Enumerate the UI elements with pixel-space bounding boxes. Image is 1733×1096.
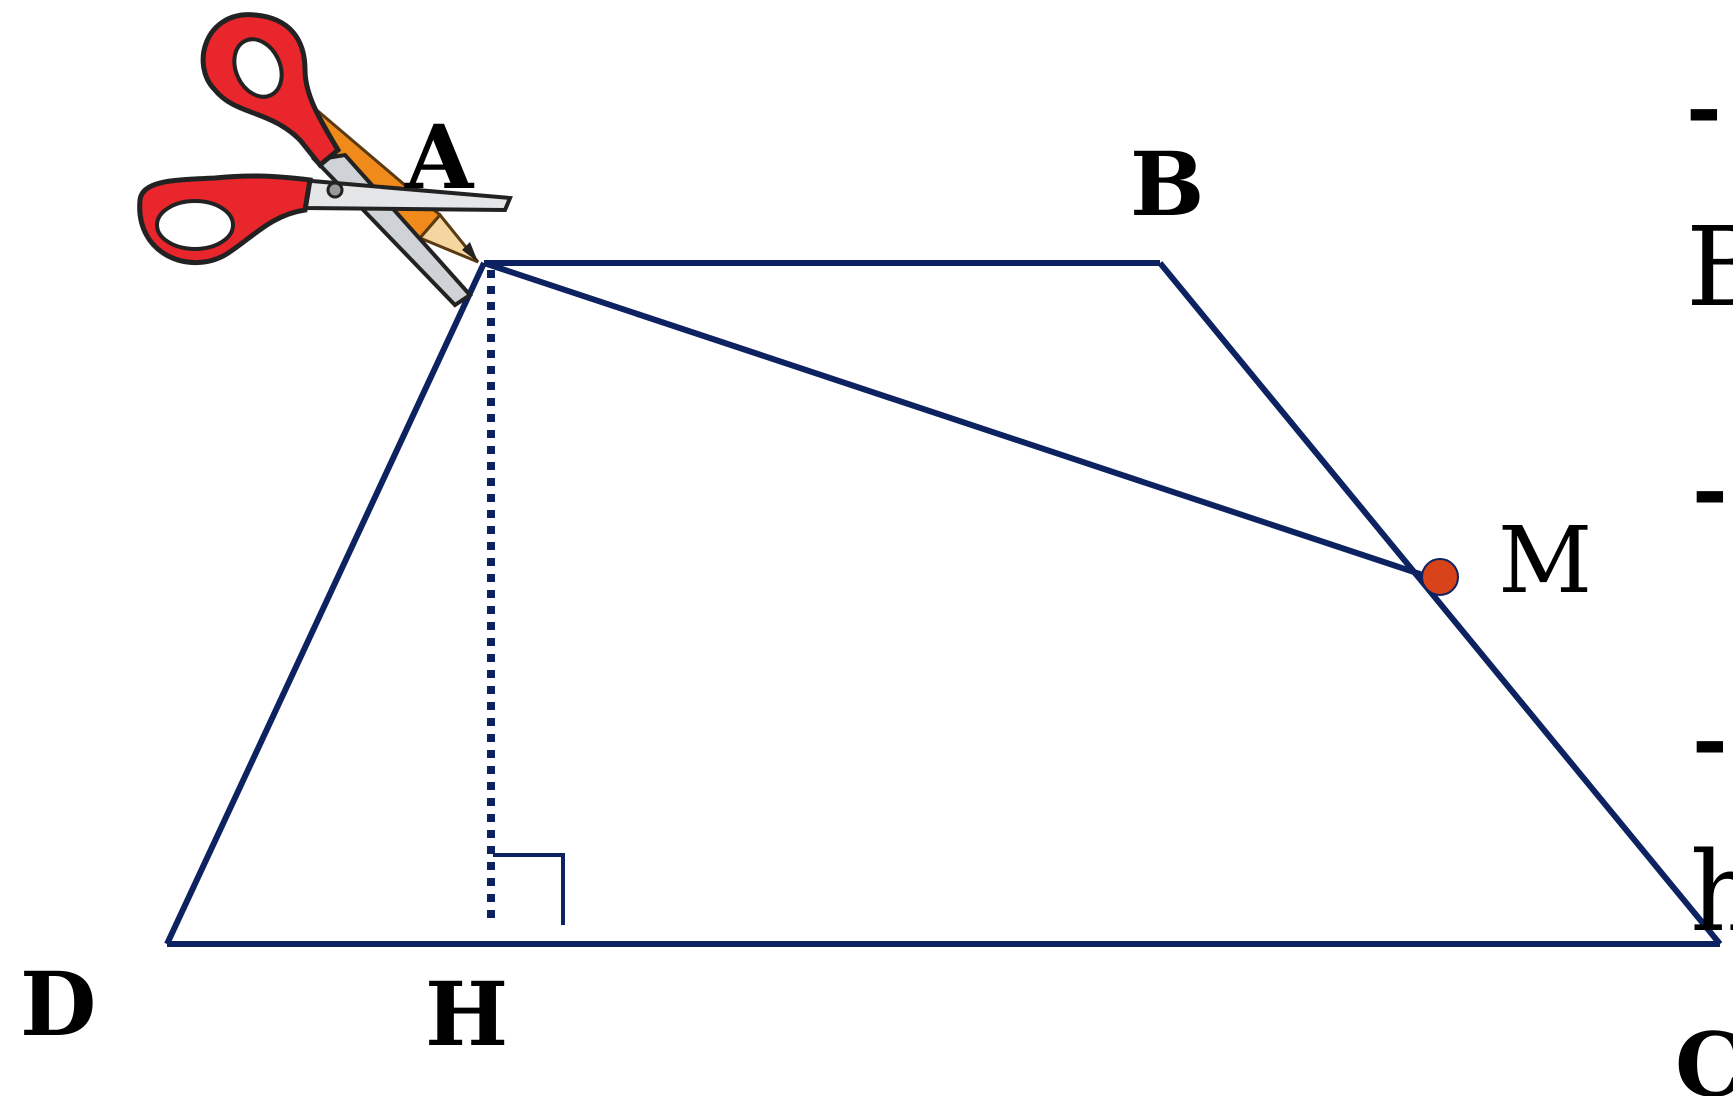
label-h: H — [425, 962, 508, 1066]
point-m-dot — [1421, 558, 1459, 596]
right-text-dash-1: - — [1686, 58, 1722, 159]
label-c: C — [1675, 1013, 1733, 1096]
right-text-dash-2: - — [1692, 440, 1728, 541]
label-d: D — [20, 952, 96, 1056]
trapezoid — [164, 260, 1723, 947]
label-m: M — [1498, 507, 1592, 614]
segment-bc — [1157, 261, 1723, 946]
scissors-icon — [137, 12, 513, 308]
label-a: A — [404, 105, 475, 209]
right-text-dash-3: - — [1692, 690, 1728, 791]
right-text-b: B — [1686, 203, 1733, 331]
label-b: B — [1130, 132, 1204, 236]
segment-am — [483, 260, 1439, 583]
right-angle-marker — [493, 853, 565, 925]
right-text-h: h — [1690, 828, 1733, 956]
segment-da — [164, 261, 487, 946]
